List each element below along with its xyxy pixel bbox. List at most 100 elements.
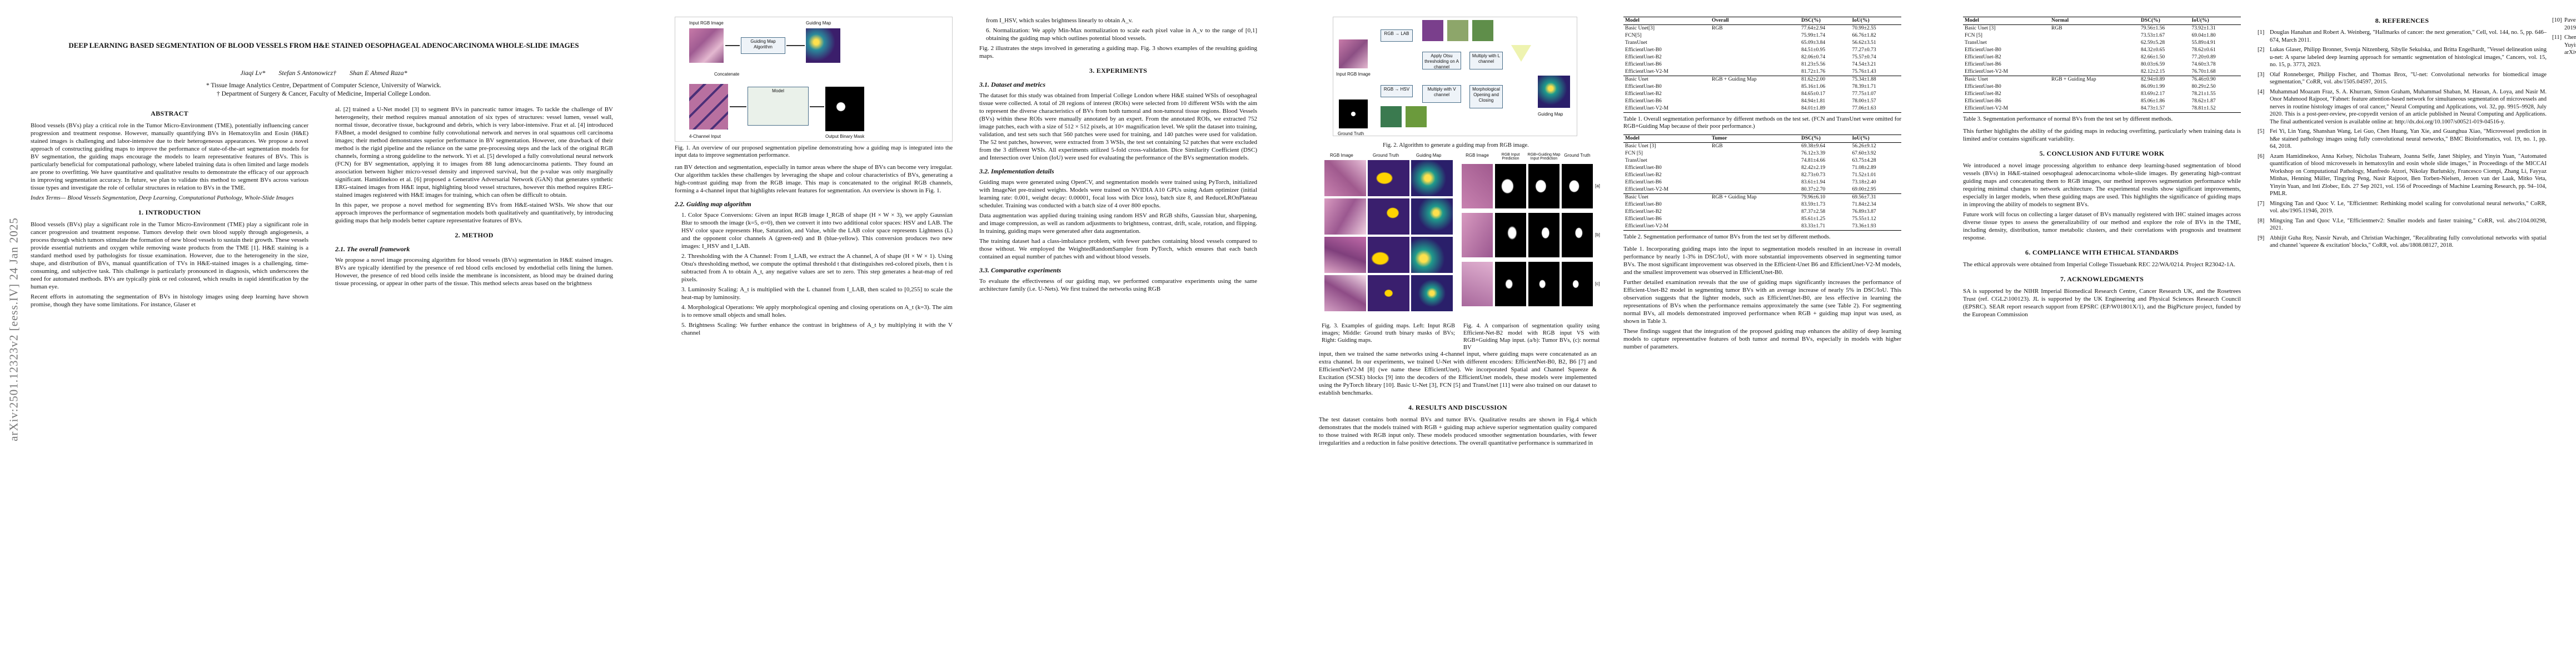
framework-paragraph: We propose a novel image processing algo…: [335, 257, 613, 287]
reference-text: Azam Hamidinekoo, Anna Kelsey, Nicholas …: [2270, 153, 2547, 197]
table-cell-model: EfficientUnet-B2: [1965, 91, 2001, 97]
table-cell-model: FCN [5]: [1965, 33, 1982, 38]
page-2-right-column: from I_HSV, which scales brightness line…: [979, 0, 1257, 667]
table-header: Tumor: [1712, 136, 1727, 141]
table-3-caption: Table 3. Segmentation performance of nor…: [1963, 116, 2173, 122]
fig1-arrow: [810, 106, 824, 107]
table-cell-dsc: 75.99±1.74: [1801, 33, 1826, 38]
intro-paragraph-1: Blood vessels (BVs) play a significant r…: [31, 221, 308, 290]
table-cell-group: [1710, 32, 1800, 39]
table-cell-dsc: 85.61±1.25: [1801, 216, 1826, 222]
fig2-step-morph: Morphological Opening and Closing: [1469, 85, 1503, 108]
table-cell-dsc: 80.03±6.59: [2140, 62, 2165, 67]
fig4-rgb: [1462, 213, 1493, 257]
table-cell-dsc: 62.59±5.28: [2140, 40, 2165, 46]
table-cell-dsc: 82.73±0.73: [1801, 172, 1826, 178]
section-results: 4. RESULTS AND DISCUSSION: [1408, 404, 1507, 411]
subsection-dataset: 3.1. Dataset and metrics: [979, 81, 1045, 88]
page-4-overflow-column: [10]Pavel Iakubovskii, "Segmentation mod…: [2552, 17, 2576, 667]
reference-text: Chen Jieneng, Lu Yongyi, Yu Qihang, Luo …: [2564, 34, 2576, 56]
page-3-left-column: input, then we trained the same networks…: [1319, 350, 1597, 667]
table-cell-iou: 69.56±7.31: [1852, 195, 1876, 200]
fig3-rgb: [1324, 160, 1366, 196]
reference-item: [9]Abhijit Guha Roy, Nassir Navab, and C…: [2258, 235, 2547, 250]
figure-1-caption: Fig. 1. An overview of our proposed segm…: [675, 145, 953, 158]
fig2-step-lab: RGB → LAB: [1381, 29, 1413, 42]
table-cell-model: EfficientUnet-B2: [1965, 54, 2001, 60]
section-acknowledgments: 7. ACKNOWLEDGMENTS: [2060, 275, 2144, 283]
table-cell-dsc: 83.33±1.71: [1801, 223, 1826, 229]
table-cell-iou: 75.57±0.74: [1852, 54, 1876, 60]
table-cell-model: TransUnet: [1625, 158, 1647, 163]
table-cell-group: [2050, 32, 2139, 39]
reference-number: [5]: [2258, 128, 2265, 135]
table-cell-group: [2050, 39, 2139, 47]
section-introduction: 1. INTRODUCTION: [138, 208, 201, 216]
table-cell-iou: 71.52±1.01: [1852, 172, 1876, 178]
table-cell-iou: 76.70±1.68: [2191, 69, 2216, 74]
step-4: 4. Morphological Operations: We apply mo…: [681, 304, 953, 318]
fig1-four-channel-stack: [689, 84, 728, 130]
table-cell-iou: 71.84±2.34: [1852, 202, 1876, 207]
table-cell-group: [2050, 83, 2139, 91]
fig3-rgb: [1324, 275, 1366, 311]
table-cell-dsc: 84.73±1.57: [2140, 106, 2165, 111]
table-cell-iou: 67.60±3.92: [1852, 151, 1876, 156]
table-cell-dsc: 86.09±1.99: [2140, 84, 2165, 89]
acknowledgments-paragraph: SA is supported by the NIHR Imperial Bio…: [1963, 288, 2241, 318]
table-cell-iou: 78.21±1.55: [2191, 91, 2216, 97]
reference-number: [4]: [2258, 88, 2265, 95]
fig2-tile: [1381, 106, 1402, 127]
table-cell-model: TransUnet: [1625, 40, 1647, 46]
reference-item: [8]Mingxing Tan and Quoc V.Le, "Efficien…: [2258, 217, 2547, 232]
table-cell-iou: 55.89±4.91: [2191, 40, 2216, 46]
table-cell-group: [1710, 39, 1800, 47]
table-cell-dsc: 76.12±3.39: [1801, 151, 1826, 156]
intro-paragraph-2: Recent efforts in automating the segment…: [31, 293, 308, 308]
table-cell-dsc: 81.23±5.56: [1801, 62, 1826, 67]
table-cell-model: EfficientUnet-B2: [1625, 209, 1662, 215]
comparative-paragraph: To evaluate the effectiveness of our gui…: [979, 278, 1257, 292]
table-cell-group: [1710, 98, 1800, 105]
implementation-paragraph-1: Guiding maps were generated using OpenCV…: [979, 179, 1257, 209]
fig1-four-channel-label: 4-Channel Input: [689, 134, 721, 139]
table-cell-group: RGB + Guiding Map: [1712, 77, 1757, 82]
dataset-paragraph: The dataset for this study was obtained …: [979, 92, 1257, 161]
fig3-gm: [1411, 160, 1453, 196]
table-cell-group: [2050, 98, 2139, 105]
subsection-guiding-map: 2.2. Guiding map algorithm: [675, 200, 751, 208]
reference-list-continued: [10]Pavel Iakubovskii, "Segmentation mod…: [2552, 17, 2576, 57]
step-6: 6. Normalization: We apply Min-Max norma…: [986, 27, 1257, 42]
fig3-gt: [1368, 160, 1409, 196]
fig4-col-rgb: RGB Image: [1466, 153, 1489, 158]
fig4-gt: [1562, 262, 1593, 306]
table-cell-model: EfficientUnet-B2: [1625, 172, 1662, 178]
table-cell-dsc: 82.12±2.15: [2140, 69, 2165, 74]
table-cell-dsc: 79.96±6.10: [1801, 195, 1826, 200]
table-cell-model: EfficientUnet-V2-M: [1625, 106, 1668, 111]
reference-item: [4]Muhammad Moazam Fraz, S. A. Khurram, …: [2258, 88, 2547, 126]
table-cell-dsc: 82.06±0.74: [1801, 54, 1826, 60]
fig2-input-label: Input RGB Image: [1336, 72, 1371, 77]
page-1: DEEP LEARNING BASED SEGMENTATION OF BLOO…: [0, 0, 645, 667]
table-cell-model: EfficientUnet-B6: [1625, 216, 1662, 222]
fig1-guiding-map: [806, 28, 840, 63]
table-cell-dsc: 74.81±4.66: [1801, 158, 1826, 163]
fig1-concat-label: Concatenate: [714, 72, 740, 77]
comparative-continued: input, then we trained the same networks…: [1319, 351, 1597, 396]
page-2-left-column: Input RGB Image Guiding Map Algorithm Gu…: [675, 0, 953, 667]
fig4-pred-gm: [1528, 262, 1559, 306]
table-header: Model: [1625, 136, 1640, 141]
fig2-input-image: [1339, 39, 1368, 68]
fig2-tile: [1422, 20, 1443, 41]
table-cell-iou: 78.39±1.71: [1852, 84, 1876, 89]
table-cell-group: [2050, 91, 2139, 98]
